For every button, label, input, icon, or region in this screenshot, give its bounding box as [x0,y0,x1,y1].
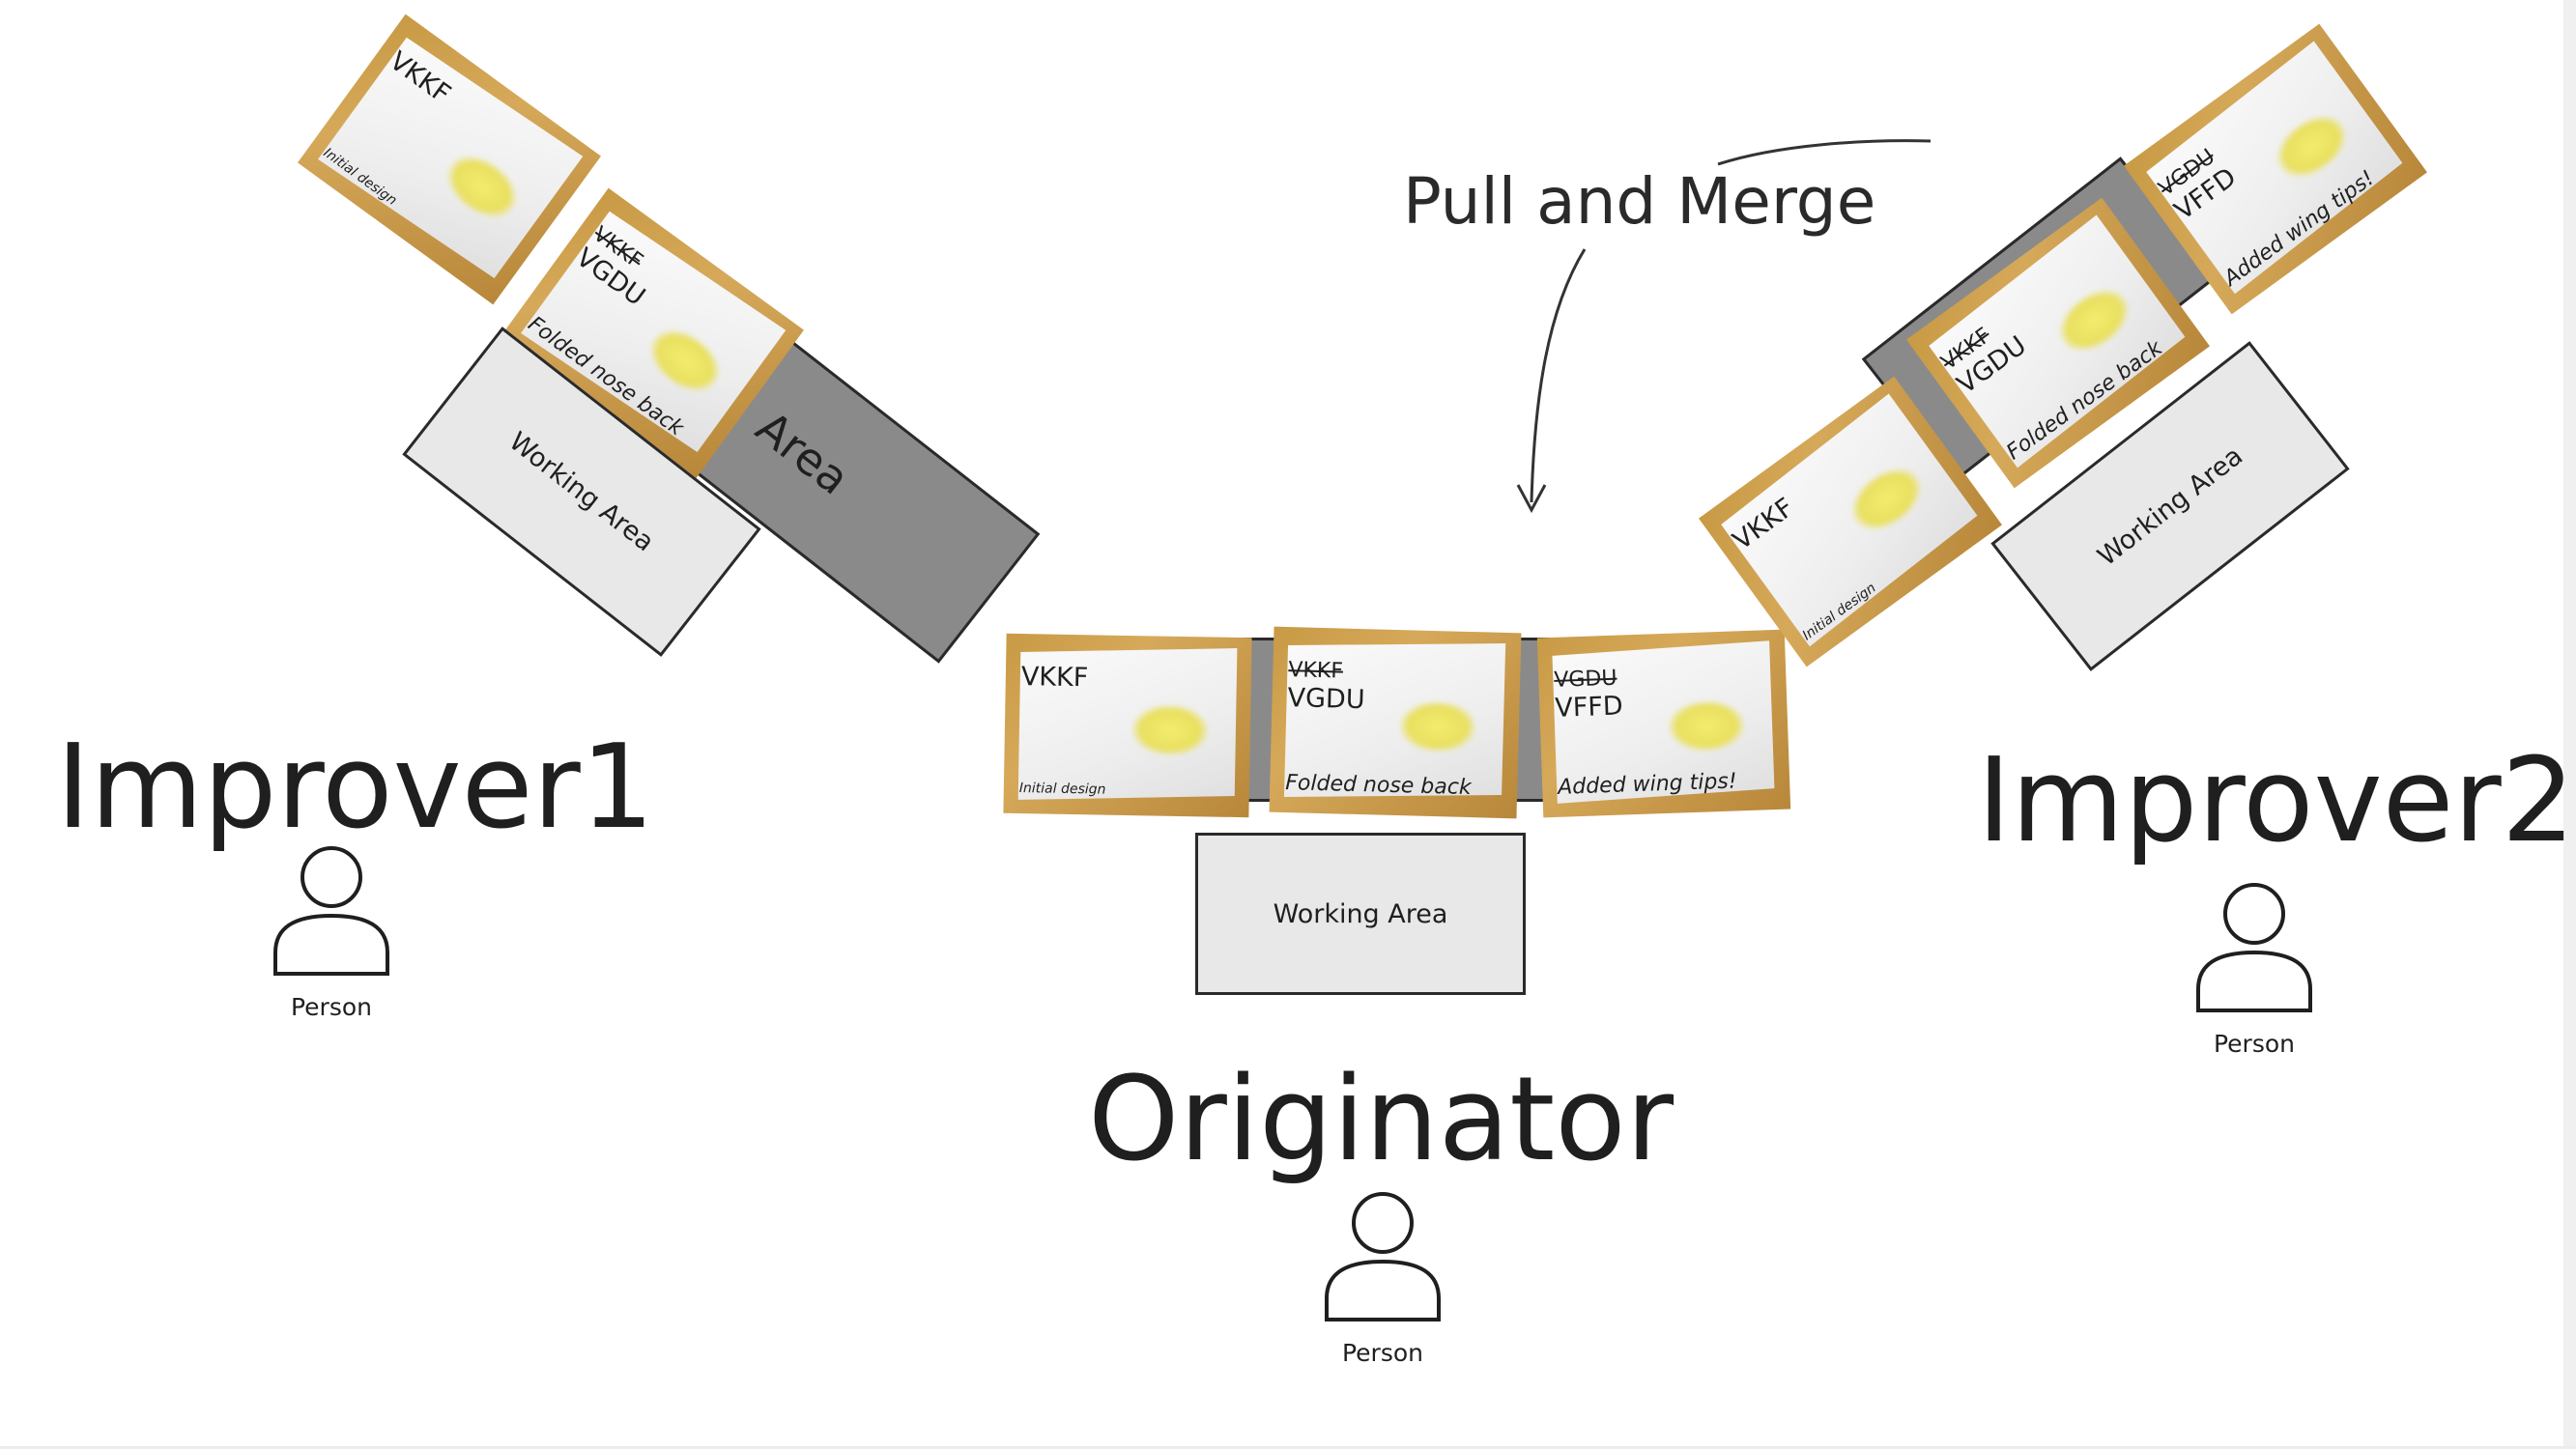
originator-working-area[interactable]: Working Area [1195,833,1526,995]
improver2-person: Person [2191,881,2317,1058]
card-note: Initial design [1018,781,1106,798]
originator-person: Person [1320,1190,1445,1367]
card-code: VGDU [1287,683,1365,716]
improver1-person: Person [269,844,394,1021]
person-icon [2196,883,2312,1012]
paper-plane-image [1399,700,1476,753]
scrollbar-track[interactable] [2563,0,2576,1449]
originator-card-nose: VKKF VGDU Folded nose back [1269,626,1522,819]
paper-plane-image [1131,703,1209,756]
person-label: Person [2213,1030,2295,1058]
card-note: Folded nose back [1284,771,1472,801]
repo-area-label: Area [746,400,860,505]
improver1-title: Improver1 [56,721,655,855]
person-label: Person [290,993,372,1021]
card-old-code: VGDU [1553,666,1617,693]
pull-merge-arrow [1516,139,1932,514]
person-icon [1325,1192,1441,1321]
pull-and-merge-label: Pull and Merge [1403,164,1876,239]
card-old-code: VKKF [1288,658,1344,684]
card-note: Added wing tips! [1557,769,1738,800]
originator-card-initial: VKKF Initial design [1003,633,1252,818]
person-label: Person [1341,1339,1423,1367]
originator-card-wings: VGDU VFFD Added wing tips! [1536,629,1791,818]
originator-title: Originator [1088,1053,1674,1187]
card-code: VKKF [1020,662,1089,694]
bottom-border [0,1446,2576,1449]
person-icon [273,846,389,976]
paper-plane-image [1668,698,1746,753]
card-code: VFFD [1554,691,1624,724]
improver2-title: Improver2 [1977,734,2576,868]
